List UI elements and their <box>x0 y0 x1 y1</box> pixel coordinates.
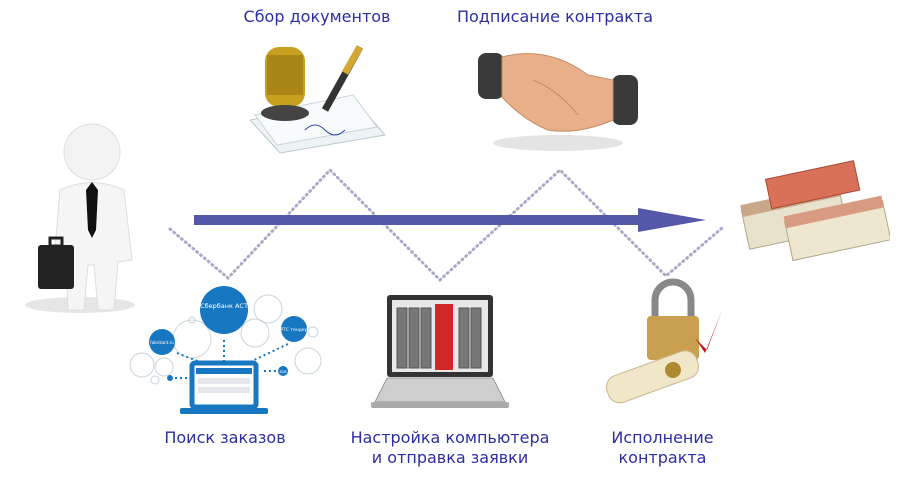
laptop-folders-illustration <box>371 295 509 408</box>
step-setup-label: Настройка компьютера и отправка заявки <box>330 428 570 468</box>
documents-stamp-illustration <box>249 45 386 154</box>
platform-b2b-label: B2B <box>279 370 287 374</box>
handshake-illustration <box>478 53 638 151</box>
step-execution-label: Исполнение контракта <box>580 428 745 468</box>
businessman-illustration <box>25 123 135 313</box>
platform-rts-label: РТС тендер <box>280 327 307 333</box>
progress-arrow-head <box>638 208 706 232</box>
step-setup-line2: и отправка заявки <box>371 448 529 467</box>
progress-arrow-shaft <box>194 215 642 225</box>
step-execution-line1: Исполнение <box>611 428 714 447</box>
money-stacks-illustration <box>740 160 890 262</box>
step-execution-line2: контракта <box>618 448 707 467</box>
platform-sberbank <box>200 286 248 334</box>
step-collect-documents-label: Сбор документов <box>243 7 391 26</box>
step-sign-contract-label: Подписание контракта <box>456 7 654 26</box>
zigzag-path <box>168 167 724 283</box>
step-setup-line1: Настройка компьютера <box>350 428 550 447</box>
platforms-laptop-illustration: Сбербанк АСТ fabrikant.ru РТС тендер B2B <box>129 286 322 414</box>
step-search-orders-label: Поиск заказов <box>164 428 286 447</box>
platform-fabrikant <box>149 329 175 355</box>
platform-fabrikant-label: fabrikant.ru <box>150 340 174 345</box>
platform-b2b <box>278 366 288 376</box>
platform-sberbank-label: Сбербанк АСТ <box>200 302 248 310</box>
lock-scroll-illustration <box>605 278 723 404</box>
platform-rts <box>281 316 307 342</box>
